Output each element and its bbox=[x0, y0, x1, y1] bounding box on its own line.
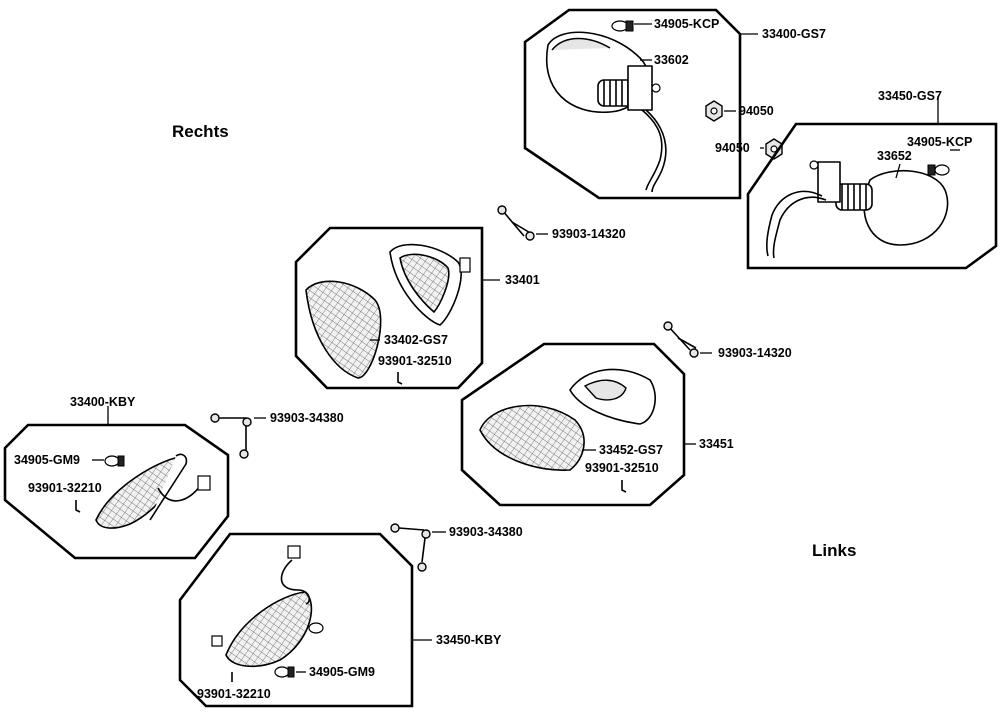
label-34905-kcp-top: 34905-KCP bbox=[654, 17, 719, 31]
lens-33450-kby bbox=[225, 591, 313, 668]
mount-block-33602 bbox=[627, 65, 653, 111]
lens-33402-gs7 bbox=[305, 280, 382, 379]
label-33402-gs7: 33402-GS7 bbox=[384, 333, 448, 347]
label-93903-14320-a: 93903-14320 bbox=[552, 227, 626, 241]
label-93903-34380-a: 93903-34380 bbox=[270, 411, 344, 425]
label-93903-14320-b: 93903-14320 bbox=[718, 346, 792, 360]
side-label-right: Rechts bbox=[172, 122, 229, 141]
mount-block-33652 bbox=[817, 161, 841, 203]
lamp-wire-33450-kby bbox=[280, 559, 311, 605]
group-frame-33451 bbox=[460, 342, 686, 507]
label-34905-gm9-b: 34905-GM9 bbox=[309, 665, 375, 679]
label-94050-b: 94050 bbox=[715, 141, 750, 155]
lens-assembly-33451: 33451 33452-GS7 93901-32510 bbox=[460, 342, 734, 507]
lamp-stem-ribs-b bbox=[835, 183, 873, 211]
turn-signal-assembly-33400-gs7: 34905-KCP 33602 33400-GS7 bbox=[523, 8, 826, 200]
label-33450-kby: 33450-KBY bbox=[436, 633, 502, 647]
label-34905-kcp-right: 34905-KCP bbox=[907, 135, 972, 149]
group-frame-33400-gs7 bbox=[523, 8, 742, 200]
nut-icon-94050-a bbox=[705, 100, 723, 122]
lens-assembly-33401: 33401 33402-GS7 93901-32510 bbox=[294, 226, 540, 390]
label-33602: 33602 bbox=[654, 53, 689, 67]
label-34905-gm9-a: 34905-GM9 bbox=[14, 453, 80, 467]
screw-icon-93903-14320-b bbox=[663, 321, 699, 358]
label-93901-32510-b: 93901-32510 bbox=[585, 461, 659, 475]
bulb-icon-34905-gm9-a bbox=[104, 455, 125, 467]
screw-icon-93903-34380-b bbox=[390, 523, 431, 572]
nut-icon-94050-b bbox=[765, 138, 783, 160]
label-93901-32210-a: 93901-32210 bbox=[28, 481, 102, 495]
lamp-wire-33450-gs7 bbox=[765, 190, 823, 257]
label-94050-a: 94050 bbox=[739, 104, 774, 118]
bulb-icon-34905-kcp-top bbox=[611, 20, 634, 32]
group-frame-33400-kby bbox=[3, 423, 230, 560]
label-93901-32510-a: 93901-32510 bbox=[378, 354, 452, 368]
label-33400-kby: 33400-KBY bbox=[70, 395, 136, 409]
screw-icon-93901-32510-b bbox=[621, 480, 627, 493]
group-frame-33450-gs7 bbox=[746, 122, 998, 270]
label-33401: 33401 bbox=[505, 273, 540, 287]
label-93903-34380-b: 93903-34380 bbox=[449, 525, 523, 539]
lamp-wire-33400-gs7 bbox=[641, 109, 663, 191]
lens-33452-gs7 bbox=[479, 404, 585, 471]
turn-signal-assembly-33400-kby: 34905-GM9 93901-32210 33400-KBY bbox=[3, 395, 230, 560]
turn-signal-assembly-33450-kby: 34905-GM9 93901-32210 33450-KBY bbox=[178, 532, 502, 708]
turn-signal-assembly-33450-gs7: 34905-KCP 33652 33450-GS7 bbox=[746, 89, 998, 270]
screw-icon-93901-32510-a bbox=[397, 372, 403, 385]
side-label-left: Links bbox=[812, 541, 856, 560]
label-33452-gs7: 33452-GS7 bbox=[599, 443, 663, 457]
label-33450-gs7: 33450-GS7 bbox=[878, 89, 942, 103]
lamp-lens-edge bbox=[551, 37, 611, 51]
mount-stud bbox=[651, 83, 661, 93]
label-33451: 33451 bbox=[699, 437, 734, 451]
lamp-wire-33400-kby bbox=[157, 485, 201, 502]
group-frame-33401 bbox=[294, 226, 484, 390]
screw-icon-93901-32210-a bbox=[75, 500, 81, 513]
bulb-icon-34905-kcp-right bbox=[927, 164, 950, 176]
group-frame-33450-kby bbox=[178, 532, 414, 708]
label-33400-gs7: 33400-GS7 bbox=[762, 27, 826, 41]
label-33652: 33652 bbox=[877, 149, 912, 163]
screw-icon-93903-34380-a bbox=[210, 413, 252, 459]
label-93901-32210-b: 93901-32210 bbox=[197, 687, 271, 701]
lamp-housing-33450-gs7 bbox=[863, 169, 949, 246]
screw-icon-93903-14320-a bbox=[497, 205, 535, 241]
bulb-icon-34905-gm9-b bbox=[274, 666, 295, 678]
